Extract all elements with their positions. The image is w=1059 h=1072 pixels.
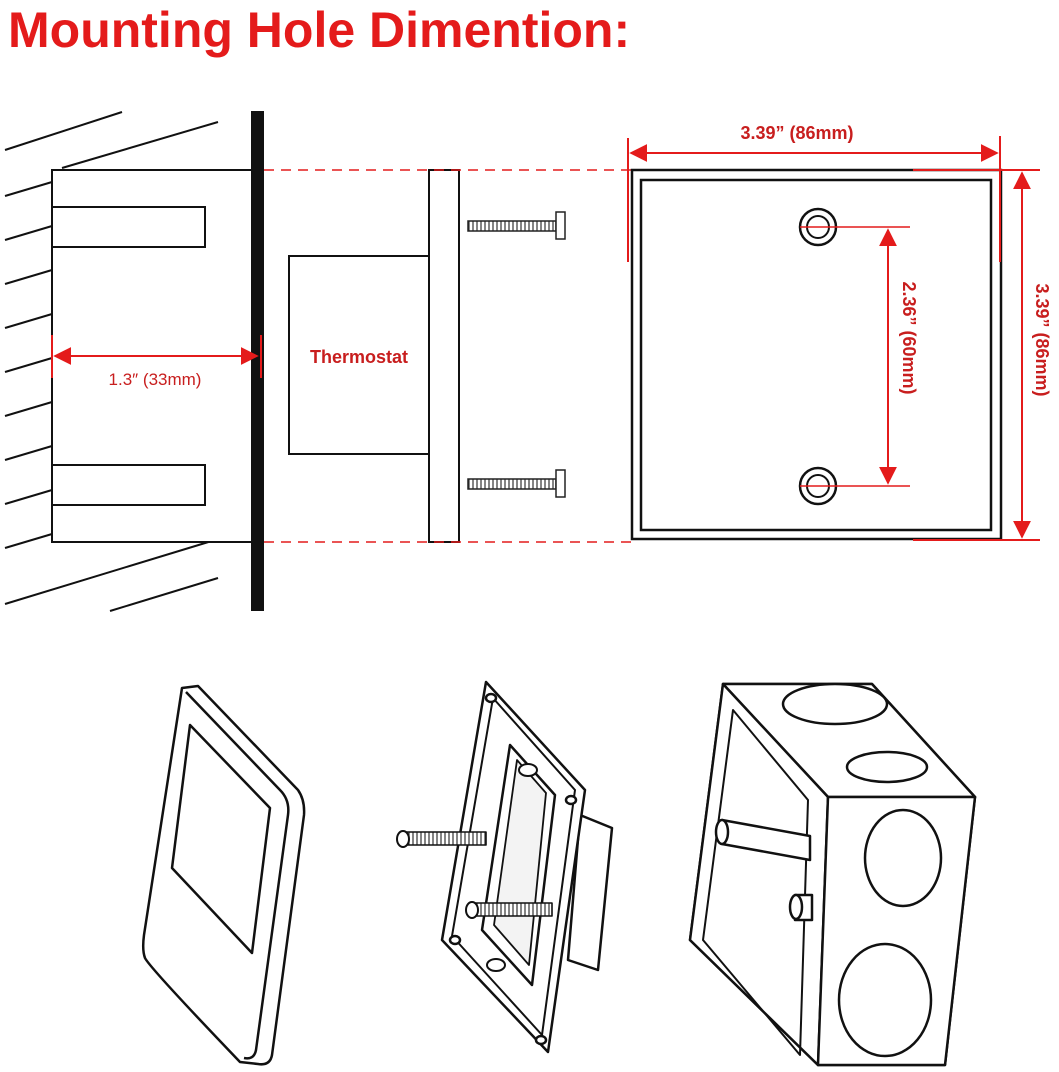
- junction-box-icon: [688, 682, 977, 1067]
- depth-label: 1.3″ (33mm): [109, 370, 202, 389]
- box-slot-top: [51, 206, 206, 248]
- thermostat-label: Thermostat: [310, 347, 408, 367]
- screw-bottom: [467, 469, 566, 498]
- front-view: 3.39” (86mm) 2.36” (60mm) 3.39” (86mm): [627, 123, 1052, 541]
- side-view: Thermostat 1.3″ (33mm): [4, 111, 632, 612]
- width-label: 3.39” (86mm): [740, 123, 853, 143]
- hole-spacing-label: 2.36” (60mm): [899, 281, 919, 394]
- wall-surface: [251, 111, 264, 611]
- thermostat-body: [288, 255, 430, 455]
- screw-top: [467, 211, 566, 240]
- box-slot-bottom: [51, 464, 206, 506]
- wall-hatch: [4, 111, 219, 612]
- mounting-plate-side: [428, 169, 460, 543]
- mounting-plate-icon: [396, 680, 614, 1054]
- thermostat-panel-icon: [141, 684, 306, 1066]
- page-title: Mounting Hole Dimention:: [8, 2, 631, 58]
- height-label: 3.39” (86mm): [1032, 283, 1052, 396]
